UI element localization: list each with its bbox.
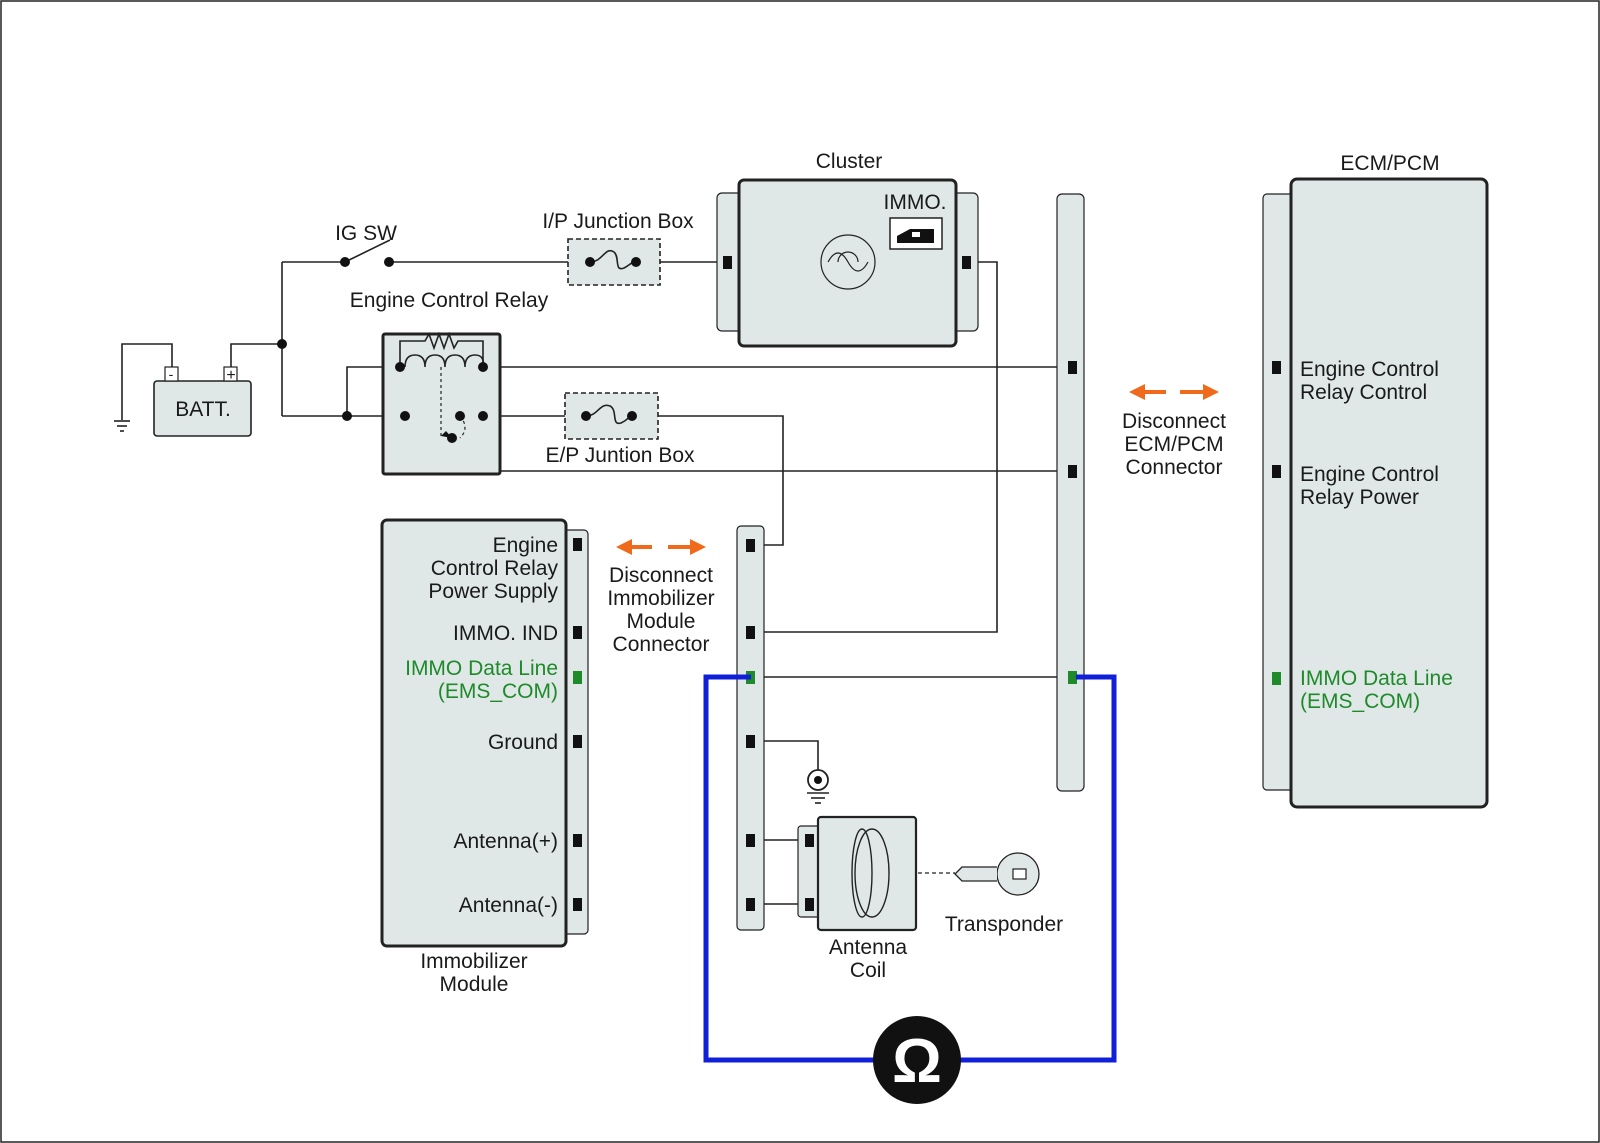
ig-sw-label: IG SW <box>335 222 397 245</box>
ground-symbol-battery <box>114 420 130 432</box>
cluster: IMMO. <box>716 178 979 348</box>
disconnect-ecm-line3: Connector <box>1126 456 1223 479</box>
disconnect-immo-line3: Module <box>627 610 696 633</box>
ep-junction-box-label: E/P Juntion Box <box>545 444 695 467</box>
junction-dots <box>277 257 641 443</box>
disconnect-ecm-text: Disconnect ECM/PCM Connector <box>1122 410 1226 479</box>
battery: - + BATT. <box>153 366 252 437</box>
ip-junction-box-label: I/P Junction Box <box>542 210 694 233</box>
antenna-coil <box>797 815 918 932</box>
transponder-label: Transponder <box>945 913 1063 936</box>
immo-pin-label-0-line1: Engine <box>493 534 558 557</box>
ep-junction-box <box>564 392 659 440</box>
disconnect-immo-line2: Immobilizer <box>607 587 714 610</box>
transponder-key-icon <box>954 852 1040 896</box>
ground-symbol-immo <box>807 769 829 804</box>
ecm-pin-label-2-line1: IMMO Data Line <box>1300 667 1453 690</box>
immo-pin-label-0-line3: Power Supply <box>428 580 558 603</box>
antenna-coil-label-line1: Antenna <box>829 936 908 959</box>
ecm-pin-label-1-line1: Engine Control <box>1300 463 1439 486</box>
battery-label: BATT. <box>175 398 231 421</box>
immo-pin-label-5-line1: Antenna(-) <box>459 894 558 917</box>
disconnect-immo-line4: Connector <box>613 633 710 656</box>
immo-harness-connector <box>736 525 765 931</box>
immo-pin-label-2-line1: IMMO Data Line <box>405 657 558 680</box>
disconnect-immo-text: Disconnect Immobilizer Module Connector <box>607 564 714 656</box>
immobilizer-pin-labels: Engine Control Relay Power Supply IMMO. … <box>405 534 558 917</box>
disconnect-arrow-ecm <box>1129 384 1219 400</box>
disconnect-ecm-line1: Disconnect <box>1122 410 1226 433</box>
immo-pin-label-4-line1: Antenna(+) <box>454 830 559 853</box>
battery-neg-label: - <box>169 366 174 382</box>
disconnect-arrow-immo <box>616 539 706 555</box>
ohmmeter-icon <box>873 1016 961 1104</box>
ecm-pin-label-1-line2: Relay Power <box>1300 486 1419 509</box>
cluster-label: Cluster <box>816 150 883 173</box>
immo-pin-label-2-line2: (EMS_COM) <box>438 680 558 703</box>
immo-pin-label-0-line2: Control Relay <box>431 557 559 580</box>
ecm-harness-connector <box>1056 193 1085 792</box>
engine-control-relay-label: Engine Control Relay <box>350 289 549 312</box>
ip-junction-box <box>567 238 661 286</box>
ecm-pin-label-2-line2: (EMS_COM) <box>1300 690 1420 713</box>
ecm-pcm <box>1262 177 1489 809</box>
ohmmeter-symbol: Ω <box>892 1027 942 1096</box>
ecm-pin-label-0-line2: Relay Control <box>1300 381 1427 404</box>
immobilizer-module-label-line1: Immobilizer <box>420 950 527 973</box>
ohmmeter-measurement-loop: Ω <box>703 674 1117 1104</box>
disconnect-immo-line1: Disconnect <box>609 564 713 587</box>
engine-control-relay <box>381 331 502 476</box>
ecm-pin-labels: Engine Control Relay Control Engine Cont… <box>1300 358 1453 713</box>
immo-pin-label-1-line1: IMMO. IND <box>453 622 558 645</box>
antenna-coil-label-line2: Coil <box>850 959 886 982</box>
immo-indicator-label: IMMO. <box>884 191 947 214</box>
immobilizer-module-label-line2: Module <box>440 973 509 996</box>
battery-pos-label: + <box>226 367 235 384</box>
ecm-pin-label-0-line1: Engine Control <box>1300 358 1439 381</box>
ecm-pcm-label: ECM/PCM <box>1340 152 1439 175</box>
immo-pin-label-3-line1: Ground <box>488 731 558 754</box>
disconnect-ecm-line2: ECM/PCM <box>1124 433 1223 456</box>
immobilizer-module <box>380 518 589 948</box>
